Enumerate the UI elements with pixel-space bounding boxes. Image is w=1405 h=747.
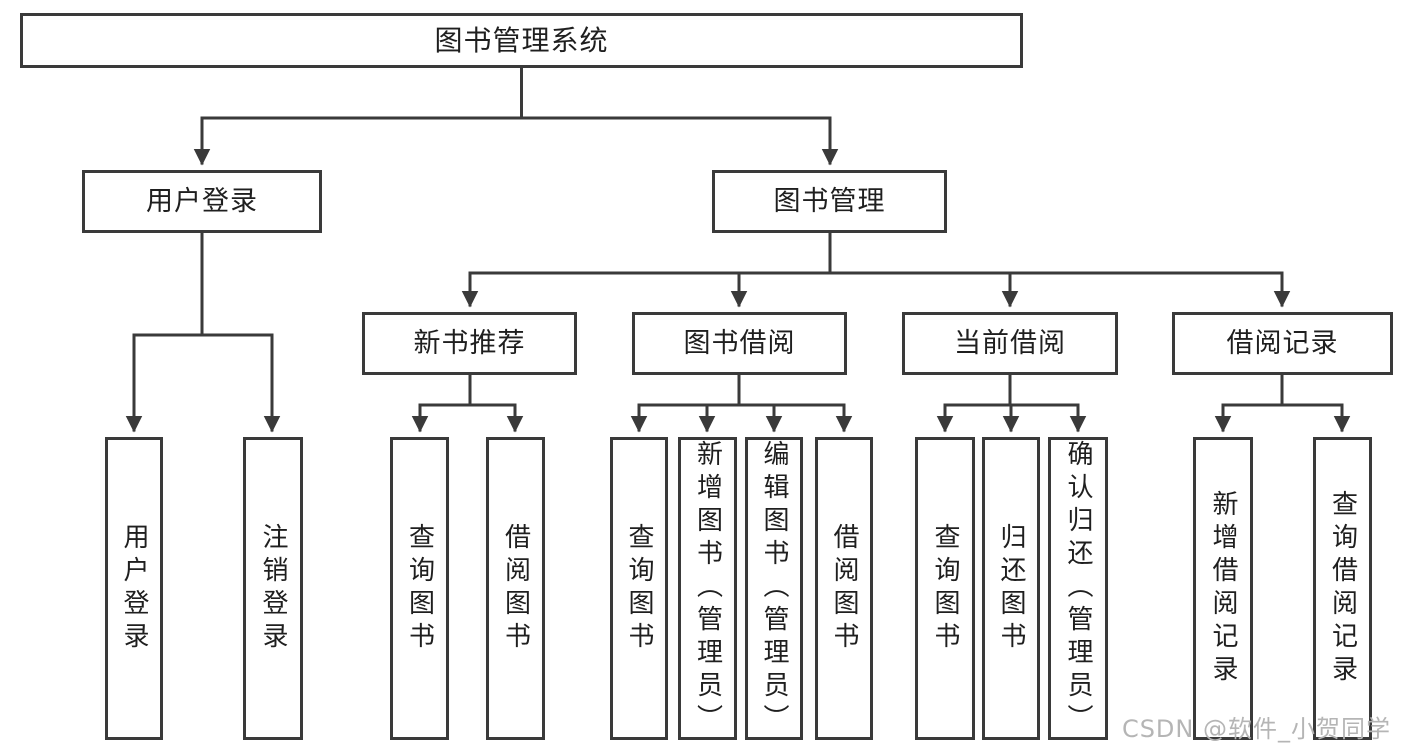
connector-borrow-record-children xyxy=(1214,373,1351,433)
node-current-borrow: 当前借阅 xyxy=(902,312,1118,375)
connector-current-borrow-children xyxy=(936,373,1087,433)
connector-book-borrow-children xyxy=(630,373,853,433)
leaf-confirm-return-admin: 确认归还（管理员） xyxy=(1048,437,1108,740)
csdn-watermark: CSDN @软件_小贺同学 xyxy=(1121,715,1391,743)
node-book-management: 图书管理 xyxy=(712,170,947,233)
leaf-query-book-newbook: 查询图书 xyxy=(390,437,449,740)
leaf-return-book: 归还图书 xyxy=(982,437,1040,740)
connector-user-login-children xyxy=(125,231,281,433)
node-borrow-record: 借阅记录 xyxy=(1172,312,1393,375)
node-book-borrow: 图书借阅 xyxy=(632,312,847,375)
leaf-query-borrow-record: 查询借阅记录 xyxy=(1313,437,1372,740)
leaf-query-book-current: 查询图书 xyxy=(915,437,975,740)
leaf-add-borrow-record: 新增借阅记录 xyxy=(1193,437,1253,740)
leaf-query-book-borrow: 查询图书 xyxy=(610,437,668,740)
leaf-user-login: 用户登录 xyxy=(105,437,163,740)
leaf-logout-login: 注销登录 xyxy=(243,437,303,740)
connector-new-book-children xyxy=(411,373,524,433)
leaf-edit-book-admin: 编辑图书（管理员） xyxy=(745,437,803,740)
connector-book-mgmt-children xyxy=(461,231,1291,308)
leaf-borrow-book-newbook: 借阅图书 xyxy=(486,437,545,740)
leaf-borrow-book-borrow: 借阅图书 xyxy=(815,437,873,740)
node-library-management-system: 图书管理系统 xyxy=(20,13,1023,68)
node-user-login: 用户登录 xyxy=(82,170,322,233)
leaf-add-book-admin: 新增图书（管理员） xyxy=(678,437,737,740)
node-new-book-recommend: 新书推荐 xyxy=(362,312,577,375)
connector-root-to-level2 xyxy=(193,66,839,166)
